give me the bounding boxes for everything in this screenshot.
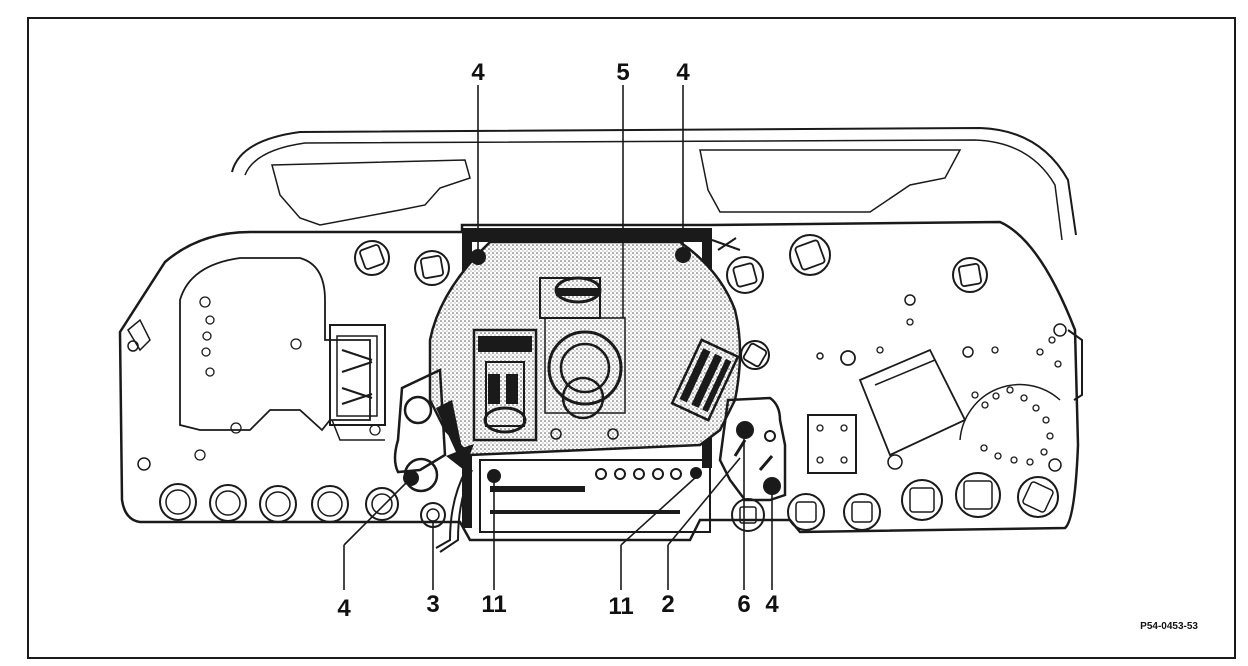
bulb-sockets-left-top [354,240,450,286]
callout-4-bottom-left: 4 [337,595,351,622]
centre-circuit-plate [428,228,742,533]
left-gauge-board [179,257,386,461]
screw-11-left [487,469,501,483]
right-bracket [718,396,787,502]
figure-reference-code: P54-0453-53 [1140,621,1198,632]
bulb-sockets-bottom-left [159,483,399,523]
scale-dots [876,318,1062,466]
bulb-sockets-right-top [711,234,988,370]
callout-3-bottom: 3 [426,591,439,618]
callout-2-bottom: 2 [661,591,674,618]
callout-4-bottom-right: 4 [765,591,779,618]
hood-cutouts [271,149,962,226]
screw-top-left [470,249,486,265]
callout-11-bottom-right: 11 [608,593,633,620]
screw-top-right [675,247,691,263]
callout-5-top: 5 [616,59,629,86]
mounting-screws [470,247,702,483]
cluster-housing [118,126,1083,542]
screw-11-right [690,467,702,479]
figure-border [27,17,1236,659]
callout-6-bottom: 6 [737,591,750,618]
right-gauge-area [807,294,1067,474]
rail-terminals [595,468,682,480]
leader-lines [343,85,773,590]
callout-4-top-right: 4 [676,59,690,86]
left-mounting-bracket [393,368,474,553]
callout-4-top-left: 4 [471,59,485,86]
callout-11-bottom-left: 11 [481,591,506,618]
callout-labels: 4 5 4 4 3 11 11 2 6 4 [337,59,779,622]
bulb-sockets-bottom-right [731,472,1059,532]
